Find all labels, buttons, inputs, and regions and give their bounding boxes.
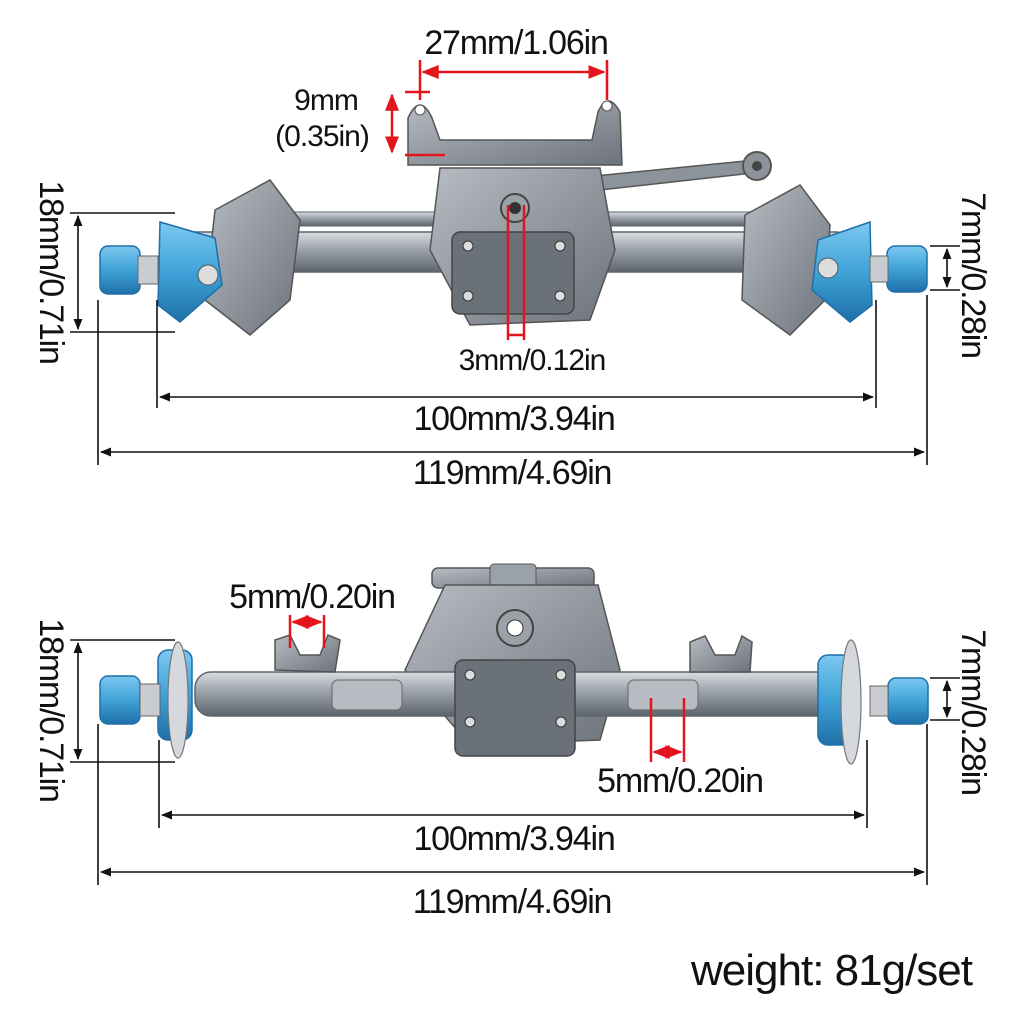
front-black-dimensions	[70, 212, 960, 465]
label-rear-hex-width: 7mm/0.28in	[954, 629, 992, 795]
front-axle	[99, 100, 928, 336]
front-left-knuckle	[204, 179, 301, 336]
label-front-hex-width: 7mm/0.28in	[954, 192, 992, 358]
label-mount-height-mm: 9mm	[294, 84, 358, 117]
front-right-hub-carrier	[811, 220, 873, 323]
label-mount-height-in: (0.35in)	[275, 120, 369, 153]
rear-left-wheel-hex	[99, 675, 141, 725]
rear-right-wheel-hex	[887, 677, 929, 725]
front-right-wheel-hex	[886, 245, 928, 293]
label-rear-hub-height: 18mm/0.71in	[32, 618, 70, 801]
front-left-hub-carrier	[157, 221, 223, 323]
label-front-overall-width: 119mm/4.69in	[413, 454, 612, 492]
label-front-hub-height: 18mm/0.71in	[32, 180, 70, 363]
label-pinion-offset: 3mm/0.12in	[459, 344, 606, 377]
rear-axle	[99, 563, 929, 765]
front-left-wheel-hex	[99, 245, 141, 295]
front-diff-cover	[451, 231, 575, 315]
label-weight: weight: 81g/set	[690, 946, 973, 995]
label-link-spacing: 27mm/1.06in	[424, 24, 607, 62]
label-front-hub-to-hub: 100mm/3.94in	[413, 400, 614, 438]
rear-red-dimensions	[288, 615, 686, 762]
front-red-dimensions	[385, 60, 609, 340]
label-rear-left-bracket: 5mm/0.20in	[229, 578, 395, 616]
rear-black-dimensions	[70, 639, 960, 885]
rear-left-link-bracket	[274, 634, 341, 673]
rear-left-brake-disc	[167, 641, 189, 759]
label-rear-hub-to-hub: 100mm/3.94in	[413, 820, 614, 858]
label-rear-right-bracket: 5mm/0.20in	[597, 762, 763, 800]
label-rear-overall-width: 119mm/4.69in	[413, 883, 612, 921]
rear-diff-cover	[454, 659, 576, 757]
rear-right-link-bracket	[689, 634, 753, 673]
rear-right-brake-disc	[840, 639, 862, 765]
